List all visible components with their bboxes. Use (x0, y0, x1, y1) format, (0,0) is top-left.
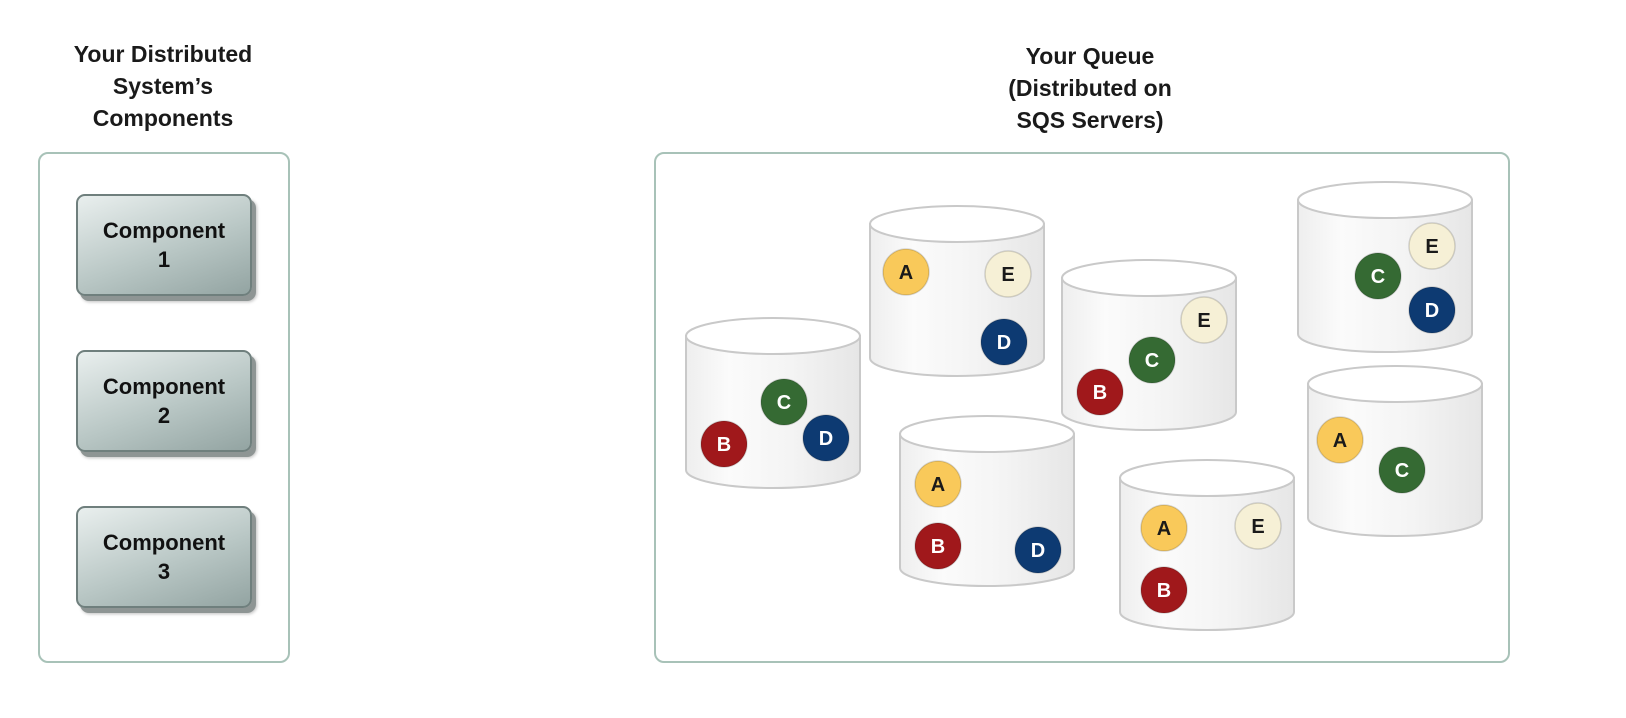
message-label: A (931, 474, 945, 496)
message-a: A (1316, 416, 1364, 464)
message-c: C (1378, 446, 1426, 494)
sqs-server-cylinder: A B D (899, 415, 1075, 587)
message-label: C (777, 392, 791, 414)
message-label: E (1251, 516, 1264, 538)
queue-title: Your Queue (Distributed on SQS Servers) (1008, 43, 1172, 133)
sqs-server-cylinder: E C B (1061, 259, 1237, 431)
message-d: D (802, 414, 850, 462)
message-label: D (819, 428, 833, 450)
message-a: A (1140, 504, 1188, 552)
sqs-server-cylinder: E C D (1297, 181, 1473, 353)
message-label: B (931, 536, 945, 558)
sqs-server-cylinder: A E B (1119, 459, 1295, 631)
message-c: C (1128, 336, 1176, 384)
message-d: D (1408, 286, 1456, 334)
message-d: D (1014, 526, 1062, 574)
message-label: C (1145, 350, 1159, 372)
component-3-box: Component 3 (76, 506, 252, 608)
message-c: C (1354, 252, 1402, 300)
message-e: E (1408, 222, 1456, 270)
message-e: E (1180, 296, 1228, 344)
message-label: B (717, 434, 731, 456)
message-a: A (882, 248, 930, 296)
message-label: B (1157, 580, 1171, 602)
message-d: D (980, 318, 1028, 366)
component-2-box: Component 2 (76, 350, 252, 452)
component-1-box: Component 1 (76, 194, 252, 296)
sqs-server-cylinder: AC (1307, 365, 1483, 537)
components-panel: Component 1 Component 2 Component 3 (38, 152, 290, 663)
message-label: B (1093, 382, 1107, 404)
message-label: E (1001, 264, 1014, 286)
message-e: E (984, 250, 1032, 298)
message-label: A (1157, 518, 1171, 540)
message-label: D (997, 332, 1011, 354)
message-label: E (1197, 310, 1210, 332)
message-b: B (1076, 368, 1124, 416)
message-c: C (760, 378, 808, 426)
message-e: E (1234, 502, 1282, 550)
message-label: C (1371, 266, 1385, 288)
message-label: A (899, 262, 913, 284)
components-title: Your Distributed System’s Components (73, 41, 253, 131)
message-b: B (700, 420, 748, 468)
message-b: B (1140, 566, 1188, 614)
message-b: B (914, 522, 962, 570)
message-label: D (1425, 300, 1439, 322)
message-label: D (1031, 540, 1045, 562)
message-label: E (1425, 236, 1438, 258)
sqs-server-cylinder: A E D (869, 205, 1045, 377)
message-a: A (914, 460, 962, 508)
message-label: A (1333, 430, 1347, 452)
message-label: C (1395, 460, 1409, 482)
sqs-server-cylinder: C B D (685, 317, 861, 489)
